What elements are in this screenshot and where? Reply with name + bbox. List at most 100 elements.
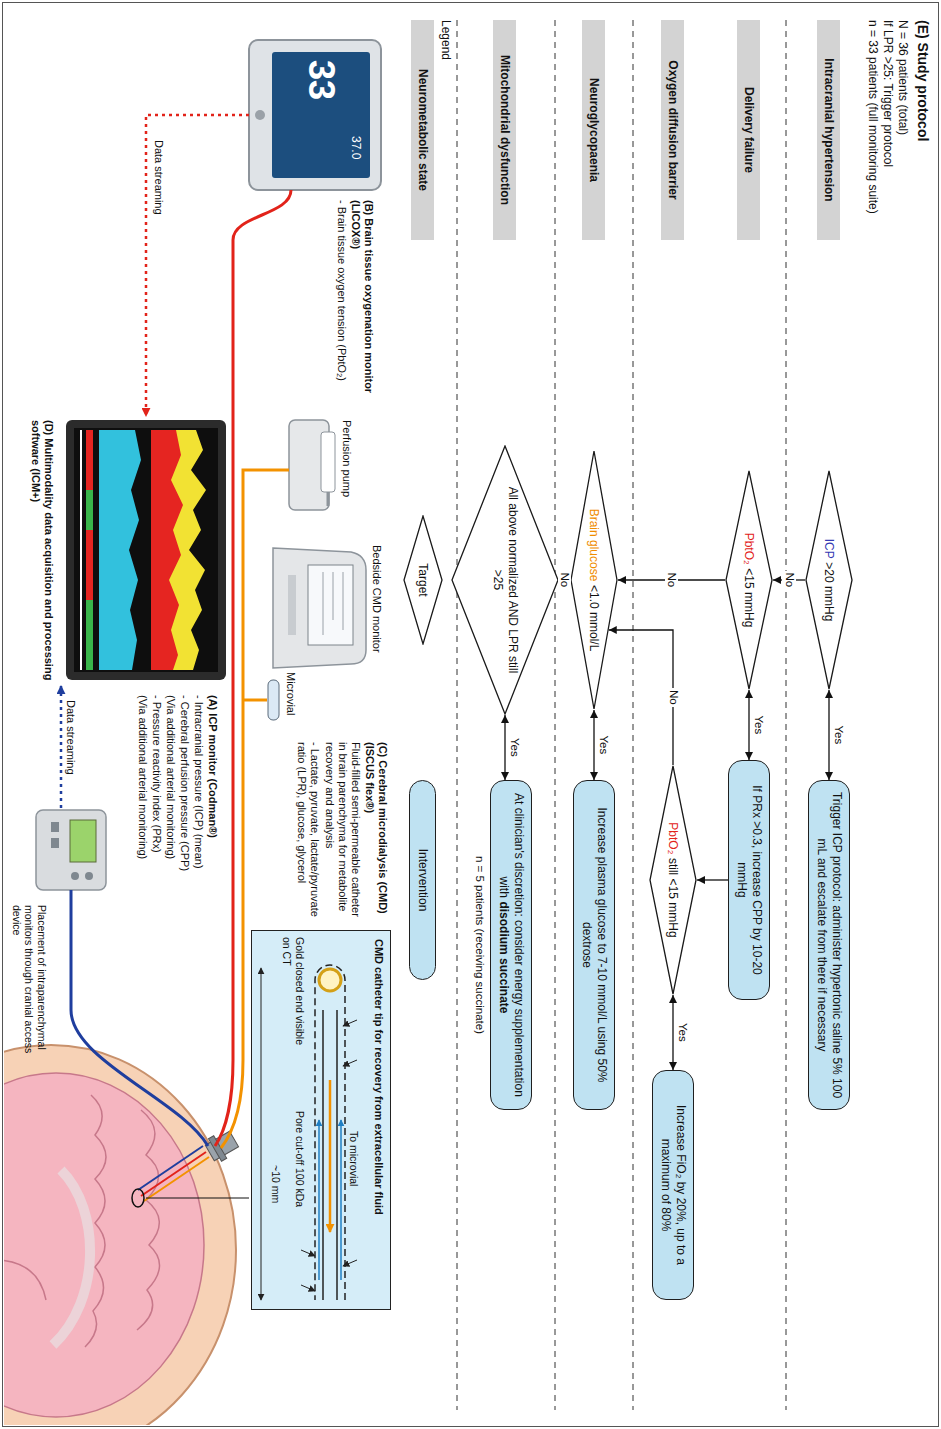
- bedside-cmd-monitor: [273, 548, 366, 668]
- device-description: - Intracranial pressure (ICP) (mean): [192, 695, 205, 900]
- cmd-catheter-tip-drawing: [261, 968, 262, 1300]
- device-description: - Brain tissue oxygen tension (PbtO₂): [335, 200, 348, 400]
- node-text: still <15 mmHg: [667, 858, 681, 938]
- node-text: PbtO₂: [743, 533, 757, 565]
- icm-plus-screen: [66, 420, 226, 680]
- node-text: Intervention: [417, 849, 431, 912]
- cmd-catheter-tip-drawing: [251, 930, 391, 1310]
- patient-head: [4, 1045, 236, 1425]
- bedside-cmd-monitor: [333, 572, 334, 620]
- section-divider: [786, 20, 787, 1410]
- microvial: [268, 680, 279, 720]
- flow-label: Data streaming: [152, 140, 165, 215]
- cranial-access-bolt: [132, 1128, 241, 1207]
- icp-monitor: [36, 810, 106, 890]
- icm-plus-screen: [99, 430, 141, 670]
- edge-label: No: [666, 688, 680, 707]
- cohort-note: n = 33 patients (full monitoring suite): [866, 20, 880, 440]
- decision-diamond: PbtO₂still <15 mmHg: [649, 765, 697, 995]
- icp-monitor: [51, 838, 59, 848]
- icm-plus-screen: [86, 600, 93, 670]
- intervention-box: Trigger ICP protocol: administer hyperto…: [808, 780, 850, 1110]
- patient-head: [4, 1260, 46, 1300]
- licox-monitor: [249, 40, 381, 190]
- node-text: Delivery failure: [743, 87, 757, 173]
- cmd-catheter-tip-drawing: [251, 930, 391, 1310]
- panel-title: (E) Study protocol: [914, 20, 931, 141]
- decision-diamond: PbtO₂ <15 mmHg: [725, 470, 773, 690]
- catheter-callout-leader: [146, 1198, 249, 1199]
- cranial-access-bolt: [141, 1152, 206, 1196]
- node-text: Increase FiO₂ by 20%, up to a maximum of…: [659, 1105, 688, 1265]
- problem-label: Oxygen diffusion barrier: [662, 20, 685, 240]
- cmd-catheter-tip-drawing: [318, 1120, 320, 1280]
- edge-label: Yes: [507, 736, 521, 759]
- problem-label: Intracranial hypertension: [818, 20, 841, 240]
- edge-label: No: [782, 571, 796, 590]
- edge-label: Yes: [831, 724, 845, 747]
- diamond-outline: [452, 446, 558, 714]
- inset-text: To microvial: [347, 1131, 360, 1186]
- device-description: - Cerebral perfusion pressure (CPP): [178, 695, 191, 900]
- flow-connector: [593, 710, 594, 780]
- cmd-catheter-tip-drawing: [329, 1080, 332, 1232]
- flow-connector: [504, 715, 505, 780]
- diamond-outline: [571, 451, 617, 709]
- diamond-text: PbtO₂still <15 mmHg: [666, 822, 681, 937]
- device-description: - Lactate, pyruvate, lactate/pyruvate ra…: [295, 742, 321, 924]
- icm-plus-screen: [151, 430, 183, 670]
- node-text: Trigger ICP protocol: administer hyperto…: [815, 792, 844, 1098]
- device-description: Fluid-filled semi-permeable catheter in …: [322, 742, 362, 924]
- legend-heading: Legend: [439, 20, 453, 60]
- catheter-callout-leader: [146, 1198, 249, 1199]
- device-caption: Bedside CMD monitor: [370, 545, 383, 653]
- node-text: Intracranial hypertension: [823, 58, 837, 201]
- cmd-catheter-tip-drawing: [322, 1010, 324, 1300]
- patient-head: [4, 1073, 204, 1417]
- node-text: Neurometabolic state: [417, 69, 431, 191]
- cohort-note: n = 5 patients (receiving succinate): [472, 780, 486, 1110]
- icm-plus-screen: [86, 530, 93, 600]
- bedside-cmd-monitor: [323, 572, 324, 635]
- legend-problem-label: Neurometabolic state: [412, 20, 435, 240]
- flow-connector: [697, 879, 728, 880]
- node-text: ICP: [823, 539, 837, 559]
- device-caption: Microvial: [284, 672, 297, 715]
- section-divider: [555, 20, 556, 1410]
- flow-label: Data streaming: [64, 700, 77, 775]
- icm-plus-screen: [151, 430, 206, 670]
- cmd-catheter-tip-drawing: [301, 1285, 315, 1291]
- licox-monitor: [255, 110, 265, 120]
- device-description: (B) Brain tissue oxygenation monitor (LI…: [349, 200, 375, 400]
- cohort-note: N = 36 patients (total): [896, 20, 910, 440]
- cmd-catheter-tip-drawing: [343, 1260, 357, 1266]
- flow-connector: [609, 630, 673, 765]
- flow-connector: [672, 995, 673, 1070]
- node-text: <1.0 mmol/L: [588, 585, 602, 651]
- problem-label: Mitochondrial dysfunction: [494, 20, 517, 240]
- icm-plus-screen: [86, 430, 93, 490]
- icp-monitor: [71, 872, 79, 880]
- node-text: If PRx >0.3, increase CPP by 10-20 mmHg: [735, 785, 764, 975]
- perfusion-pump: [327, 492, 330, 506]
- section-divider: [457, 20, 786, 1410]
- diamond-outline: [451, 445, 559, 715]
- cmd-catheter-tip-drawing: [319, 969, 341, 991]
- bedside-cmd-monitor: [343, 572, 344, 630]
- intervention-box: Increase plasma glucose to 7-10 mmol/L u…: [573, 780, 615, 1110]
- node-text: <15 mmHg: [743, 568, 757, 627]
- bedside-cmd-monitor: [288, 575, 296, 635]
- section-divider: [633, 20, 634, 1410]
- device-caption: Perfusion pump: [340, 420, 353, 497]
- cmd-catheter-tip-drawing: [315, 965, 345, 1300]
- node-text: Mitochondrial dysfunction: [499, 55, 513, 205]
- icm-plus-screen: [66, 420, 226, 680]
- problem-label: Neuroglycopaenia: [583, 20, 606, 240]
- licox-monitor: [249, 40, 381, 190]
- patient-head: [4, 1045, 236, 1425]
- diamond-outline: [726, 471, 772, 689]
- bedside-cmd-monitor: [273, 548, 366, 668]
- monitor-cable: [215, 190, 291, 1146]
- node-text: Target: [417, 563, 431, 596]
